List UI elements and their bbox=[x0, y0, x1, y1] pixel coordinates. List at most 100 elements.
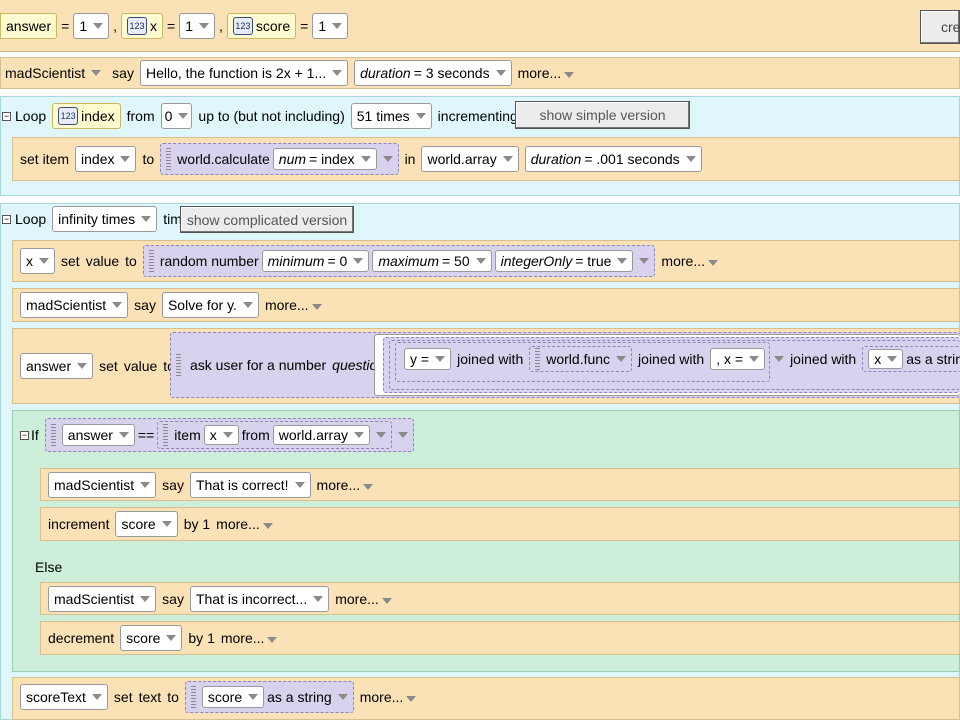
dropdown-arrow-icon bbox=[140, 482, 151, 488]
more-button[interactable]: more... bbox=[265, 297, 322, 313]
item-array[interactable]: world.array bbox=[272, 425, 370, 445]
set-x-var[interactable]: x bbox=[20, 248, 55, 274]
dropdown-arrow-icon bbox=[39, 258, 49, 264]
say-hello-row: madScientist say Hello, the function is … bbox=[0, 59, 575, 87]
dropdown-arrow-icon bbox=[774, 356, 785, 362]
more-button[interactable]: more... bbox=[518, 65, 575, 81]
dropdown-arrow-icon bbox=[360, 156, 371, 162]
drag-handle-icon[interactable] bbox=[148, 250, 154, 272]
loop-times-value[interactable]: 51 times bbox=[350, 103, 432, 129]
dropdown-arrow-icon bbox=[332, 70, 343, 76]
dropdown-arrow-icon bbox=[118, 432, 129, 438]
set-item-array[interactable]: world.array bbox=[421, 146, 519, 172]
num-param[interactable]: num= index bbox=[272, 148, 377, 170]
score-text-block[interactable] bbox=[12, 677, 960, 720]
item-from-call[interactable]: item x from world.array bbox=[157, 421, 392, 449]
object-scoretext[interactable]: scoreText bbox=[20, 684, 108, 710]
dropdown-arrow-icon bbox=[332, 23, 343, 29]
show-simple-version-button[interactable]: show simple version bbox=[515, 101, 690, 129]
collapse-icon[interactable]: − bbox=[2, 110, 11, 121]
duration-param[interactable]: duration= 3 seconds bbox=[354, 60, 512, 86]
say-text-field[interactable]: That is correct! bbox=[189, 472, 311, 498]
dropdown-arrow-icon bbox=[475, 258, 486, 264]
increment-var[interactable]: score bbox=[115, 511, 178, 537]
show-complicated-version-button[interactable]: show complicated version bbox=[180, 206, 354, 233]
decrement-block[interactable] bbox=[40, 621, 960, 655]
score-as-string-call[interactable]: score as a string bbox=[184, 681, 354, 713]
x-equals-string[interactable]: , x = bbox=[710, 348, 766, 370]
score-var[interactable]: score bbox=[201, 686, 265, 708]
set-item-index[interactable]: index bbox=[75, 146, 137, 172]
say-correct-row: madScientist say That is correct! more..… bbox=[42, 471, 374, 499]
say-text-field[interactable]: That is incorrect... bbox=[189, 586, 330, 612]
number-type-icon: 123 bbox=[232, 17, 253, 35]
more-button[interactable]: more... bbox=[216, 516, 273, 532]
world-func-call[interactable]: world.func bbox=[529, 346, 633, 372]
var-score-value[interactable]: 1 bbox=[312, 13, 349, 39]
var-x-value[interactable]: 1 bbox=[179, 13, 215, 39]
say-incorrect-row: madScientist say That is incorrect... mo… bbox=[42, 585, 392, 613]
world-calculate-call[interactable]: world.calculate num= index bbox=[160, 143, 399, 175]
dropdown-arrow-icon bbox=[887, 356, 898, 362]
more-button[interactable]: more... bbox=[360, 689, 417, 705]
else-label: Else bbox=[35, 559, 63, 575]
more-button[interactable]: more... bbox=[661, 253, 718, 269]
minimum-param[interactable]: minimum= 0 bbox=[261, 250, 370, 272]
drag-handle-icon[interactable] bbox=[166, 148, 172, 170]
dropdown-arrow-icon bbox=[502, 156, 513, 162]
drag-handle-icon[interactable] bbox=[50, 424, 56, 446]
say-text-field[interactable]: Hello, the function is 2x + 1... bbox=[139, 60, 349, 86]
dropdown-arrow-icon bbox=[267, 637, 278, 643]
dropdown-arrow-icon bbox=[311, 304, 322, 310]
item-x-var[interactable]: x bbox=[203, 425, 239, 445]
object-madscientist[interactable]: madScientist bbox=[0, 60, 106, 86]
more-button[interactable]: more... bbox=[317, 477, 374, 493]
set-item-duration[interactable]: duration= .001 seconds bbox=[524, 146, 702, 172]
maximum-param[interactable]: maximum= 50 bbox=[372, 250, 492, 272]
var-answer[interactable]: answer bbox=[0, 13, 58, 39]
if-condition[interactable]: answer == item x from world.array bbox=[44, 418, 414, 452]
collapse-icon[interactable]: − bbox=[2, 213, 11, 224]
x-var[interactable]: x bbox=[868, 349, 904, 369]
loop-from-value[interactable]: 0 bbox=[160, 103, 193, 129]
random-number-call[interactable]: random number minimum= 0 maximum= 50 int… bbox=[142, 245, 656, 277]
var-answer-value[interactable]: 1 bbox=[73, 13, 110, 39]
dropdown-arrow-icon bbox=[161, 521, 172, 527]
y-equals-string[interactable]: y = bbox=[404, 348, 452, 370]
x-as-string-call[interactable]: xas a string bbox=[862, 346, 960, 372]
drag-handle-icon[interactable] bbox=[535, 348, 541, 370]
dropdown-arrow-icon bbox=[262, 523, 273, 529]
collapse-icon[interactable]: − bbox=[20, 429, 29, 440]
integer-only-param[interactable]: integerOnly= true bbox=[494, 250, 634, 272]
ask-user-row: ask user for a number question = bbox=[172, 351, 395, 379]
drag-handle-icon[interactable] bbox=[190, 686, 196, 708]
object-madscientist[interactable]: madScientist bbox=[48, 472, 157, 498]
object-madscientist[interactable]: madScientist bbox=[48, 586, 157, 612]
object-madscientist[interactable]: madScientist bbox=[20, 292, 129, 318]
decrement-var[interactable]: score bbox=[120, 625, 183, 651]
dropdown-arrow-icon bbox=[222, 432, 233, 438]
dropdown-arrow-icon bbox=[91, 70, 102, 76]
if-answer-var[interactable]: answer bbox=[61, 424, 135, 446]
drag-handle-icon[interactable] bbox=[176, 354, 181, 376]
create-new-variable-button[interactable]: cre bbox=[920, 10, 960, 44]
say-text-field[interactable]: Solve for y. bbox=[161, 292, 259, 318]
decrement-row: decrement score by 1 more... bbox=[42, 624, 278, 652]
dropdown-arrow-icon bbox=[397, 432, 408, 438]
drag-handle-icon[interactable] bbox=[163, 424, 169, 446]
loop-times-value[interactable]: infinity times bbox=[52, 206, 158, 232]
more-button[interactable]: more... bbox=[335, 591, 392, 607]
set-answer-row: answer set value to bbox=[14, 352, 175, 380]
if-header: − If answer == item x from world.array bbox=[14, 418, 414, 452]
dropdown-arrow-icon bbox=[415, 113, 426, 119]
more-button[interactable]: more... bbox=[221, 630, 278, 646]
increment-block[interactable] bbox=[40, 507, 960, 541]
set-answer-var[interactable]: answer bbox=[20, 353, 94, 379]
dropdown-arrow-icon bbox=[248, 694, 259, 700]
dropdown-arrow-icon bbox=[120, 156, 131, 162]
